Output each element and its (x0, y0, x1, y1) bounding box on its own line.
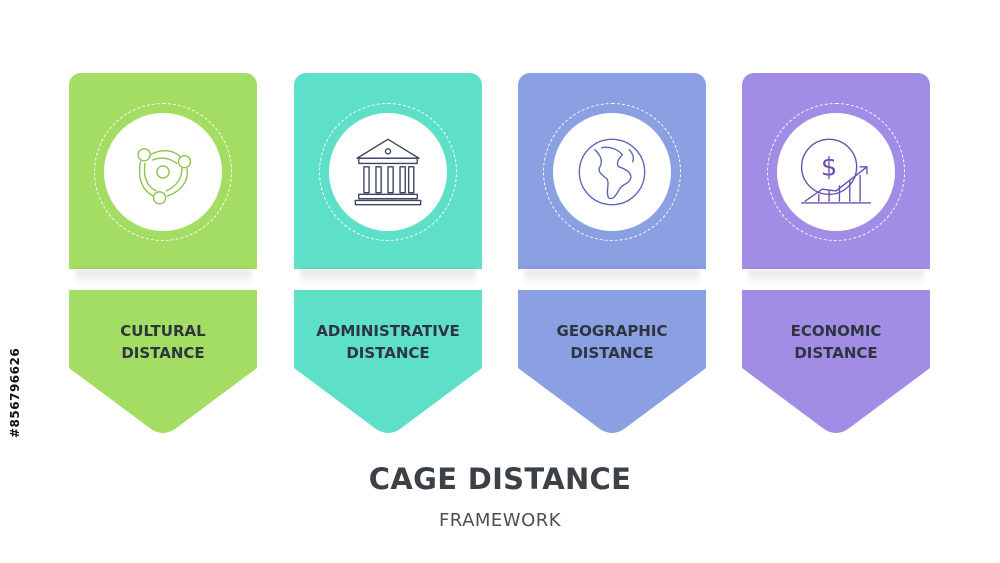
government-building-icon (354, 138, 422, 206)
people-circle-icon (137, 148, 192, 205)
pillar-label: ADMINISTRATIVE DISTANCE (316, 322, 460, 362)
icon-card (294, 73, 482, 269)
diagram-title: CAGE DISTANCE (368, 462, 632, 496)
dashed-ring (543, 103, 681, 241)
diagram-subtitle: FRAMEWORK (438, 510, 562, 531)
icon-disc (329, 113, 447, 231)
globe-icon (578, 138, 646, 206)
pillar-geographic: GEOGRAPHIC DISTANCE (518, 73, 706, 433)
dashed-ring (319, 103, 457, 241)
pillar-label: CULTURAL DISTANCE (120, 322, 206, 362)
pillar-economic: $ ECONOMIC DISTANCE (742, 73, 930, 433)
dashed-ring (767, 103, 905, 241)
icon-card (518, 73, 706, 269)
icon-disc (104, 113, 222, 231)
icon-disc: $ (777, 113, 895, 231)
svg-text:$: $ (821, 152, 837, 182)
pillar-administrative: ADMINISTRATIVE DISTANCE (294, 73, 482, 433)
label-arrow: CULTURAL DISTANCE (69, 290, 257, 433)
icon-disc (553, 113, 671, 231)
label-arrow: ADMINISTRATIVE DISTANCE (294, 290, 482, 433)
icon-card: $ (742, 73, 930, 269)
icon-card (69, 73, 257, 269)
label-arrow: GEOGRAPHIC DISTANCE (518, 290, 706, 433)
pillar-label: GEOGRAPHIC DISTANCE (556, 322, 668, 362)
dollar-growth-chart-icon: $ (800, 138, 872, 204)
dashed-ring (94, 103, 232, 241)
stock-id-text: #856796626 (8, 347, 22, 438)
pillar-label: ECONOMIC DISTANCE (790, 322, 882, 362)
label-arrow: ECONOMIC DISTANCE (742, 290, 930, 433)
pillar-cultural: CULTURAL DISTANCE (69, 73, 257, 433)
